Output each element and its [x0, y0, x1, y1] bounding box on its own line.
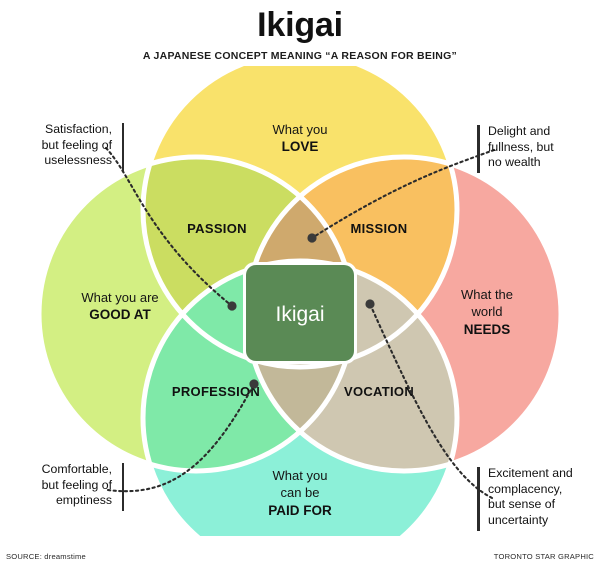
label-love-line2: LOVE — [282, 139, 319, 154]
label-good-at: What you are GOOD AT — [81, 290, 158, 322]
publisher-credit: TORONTO STAR GRAPHIC — [493, 552, 594, 561]
callout-bar — [121, 463, 124, 511]
label-paid-for-line1: What you — [273, 468, 328, 483]
label-good-at-line1: What you are — [81, 290, 158, 305]
leader-line-excitement — [368, 302, 494, 500]
venn-svg: Ikigai What you LOVE What you are GOOD A… — [36, 50, 564, 567]
leader-dot-excitement — [365, 299, 375, 309]
callout-excitement-line4: uncertainty — [488, 512, 549, 527]
leader-dot-delight — [307, 233, 317, 243]
label-mission: MISSION — [351, 221, 408, 236]
callout-satisfaction: Satisfaction, but feeling of uselessness — [14, 122, 124, 171]
label-paid-for: What you can be PAID FOR — [268, 468, 332, 518]
label-profession: PROFESSION — [172, 384, 260, 399]
callout-excitement-line3: but sense of — [488, 497, 555, 511]
callout-delight: Delight and fullness, but no wealth — [477, 124, 594, 173]
callout-bar — [477, 467, 480, 531]
label-needs-line2: world — [470, 304, 502, 319]
label-needs-line3: NEEDS — [464, 322, 511, 337]
leader-dots — [227, 233, 375, 389]
callout-delight-line3: no wealth — [488, 155, 541, 169]
callout-satisfaction-line2: but feeling of — [41, 137, 112, 152]
callout-satisfaction-line1: Satisfaction, — [45, 122, 112, 136]
page-title: Ikigai — [257, 6, 343, 44]
callout-bar — [121, 123, 124, 171]
leader-dot-comfortable — [249, 379, 259, 389]
leader-line-comfortable — [106, 382, 256, 493]
overlap-top-right-triple — [247, 157, 353, 367]
center-ikigai-box: Ikigai — [243, 262, 357, 364]
callout-delight-line2: fullness, but — [488, 139, 554, 154]
center-label: Ikigai — [275, 303, 324, 326]
callout-comfortable-line3: emptiness — [55, 493, 112, 507]
callout-comfortable-line2: but feeling of — [41, 477, 112, 492]
callout-delight-line1: Delight and — [488, 124, 551, 138]
label-love: What you LOVE — [273, 122, 328, 154]
label-vocation: VOCATION — [344, 384, 414, 399]
callout-excitement-line2: complacency, — [488, 481, 563, 496]
callout-excitement-line1: Excitement and — [488, 466, 573, 480]
leader-dot-satisfaction — [227, 301, 237, 311]
callout-comfortable: Comfortable, but feeling of emptiness — [12, 462, 124, 511]
page-subtitle: A JAPANESE CONCEPT MEANING “A REASON FOR… — [142, 50, 458, 62]
venn-diagram: Ikigai What you LOVE What you are GOOD A… — [0, 50, 600, 567]
label-passion: PASSION — [187, 221, 247, 236]
label-needs-line1: What the — [461, 287, 513, 302]
label-paid-for-line3: PAID FOR — [268, 503, 332, 518]
callout-bar — [477, 125, 480, 173]
callout-satisfaction-line3: uselessness — [44, 153, 112, 167]
label-paid-for-line2: can be — [280, 485, 319, 500]
source-credit: SOURCE: dreamstime — [6, 552, 86, 561]
overlap-bottom-right-triple — [247, 261, 353, 471]
callout-comfortable-line1: Comfortable, — [41, 462, 112, 476]
leader-line-satisfaction — [104, 146, 234, 308]
label-love-line1: What you — [273, 122, 328, 137]
label-needs: What the world NEEDS — [461, 287, 513, 337]
label-good-at-line2: GOOD AT — [89, 307, 151, 322]
callout-excitement: Excitement and complacency, but sense of… — [477, 466, 596, 531]
